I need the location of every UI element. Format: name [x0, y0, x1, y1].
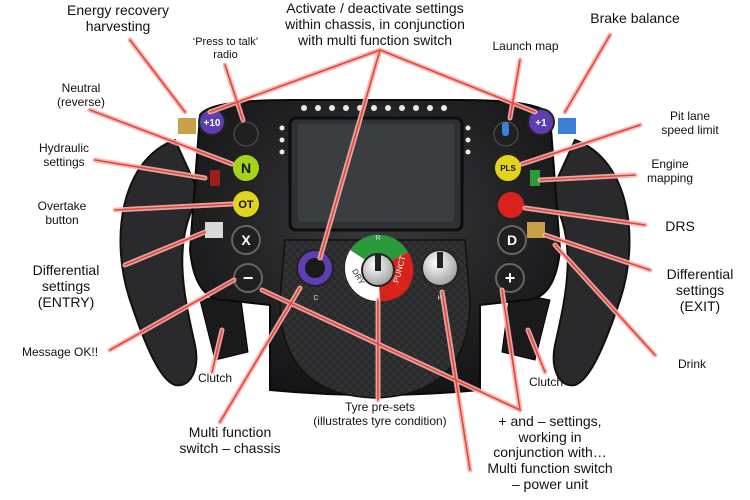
d-button: D: [507, 232, 517, 248]
label-message-ok: Message OK!!: [22, 345, 99, 359]
drs-button-shape: [496, 190, 526, 220]
label-neutral: Neutral(reverse): [56, 81, 105, 109]
neutral-button: N: [241, 160, 251, 176]
left-grip: [119, 138, 202, 387]
plus1-button: +1: [535, 118, 547, 129]
c-marker: C: [313, 295, 318, 302]
x-button-shape: [231, 225, 261, 255]
overtake-button: OT: [238, 199, 254, 211]
label-tyre-presets: Tyre pre-sets(illustrates tyre condition…: [313, 400, 447, 428]
d-button-shape: [497, 225, 527, 255]
neutral-button-shape: [231, 153, 261, 183]
label-launch-map: Launch map: [492, 39, 559, 53]
pls-button-shape: [493, 153, 523, 183]
plus-button: +: [505, 268, 516, 288]
label-brake-balance: Brake balance: [590, 10, 680, 26]
plus10-button: +10: [204, 118, 221, 129]
plus-button-shape: [495, 263, 525, 293]
plus1-button-shape: [527, 108, 555, 136]
label-clutch-right: Clutch: [528, 375, 563, 389]
left-toggles: [178, 118, 223, 238]
r-marker: R: [375, 235, 380, 242]
h-marker: H: [437, 295, 442, 302]
right-grip: [548, 138, 631, 387]
shift-lights: [279, 105, 471, 155]
minus-button: −: [243, 268, 254, 288]
pls-button: PLS: [500, 164, 516, 173]
label-clutch-left: Clutch: [197, 371, 232, 385]
label-drink: Drink: [677, 357, 706, 371]
right-toggles: [527, 118, 576, 238]
label-press-to-talk: ‘Press to talk’radio: [192, 36, 259, 61]
label-drs: DRS: [665, 218, 695, 234]
x-button: X: [241, 232, 251, 248]
press-to-talk-knob: [233, 121, 259, 147]
